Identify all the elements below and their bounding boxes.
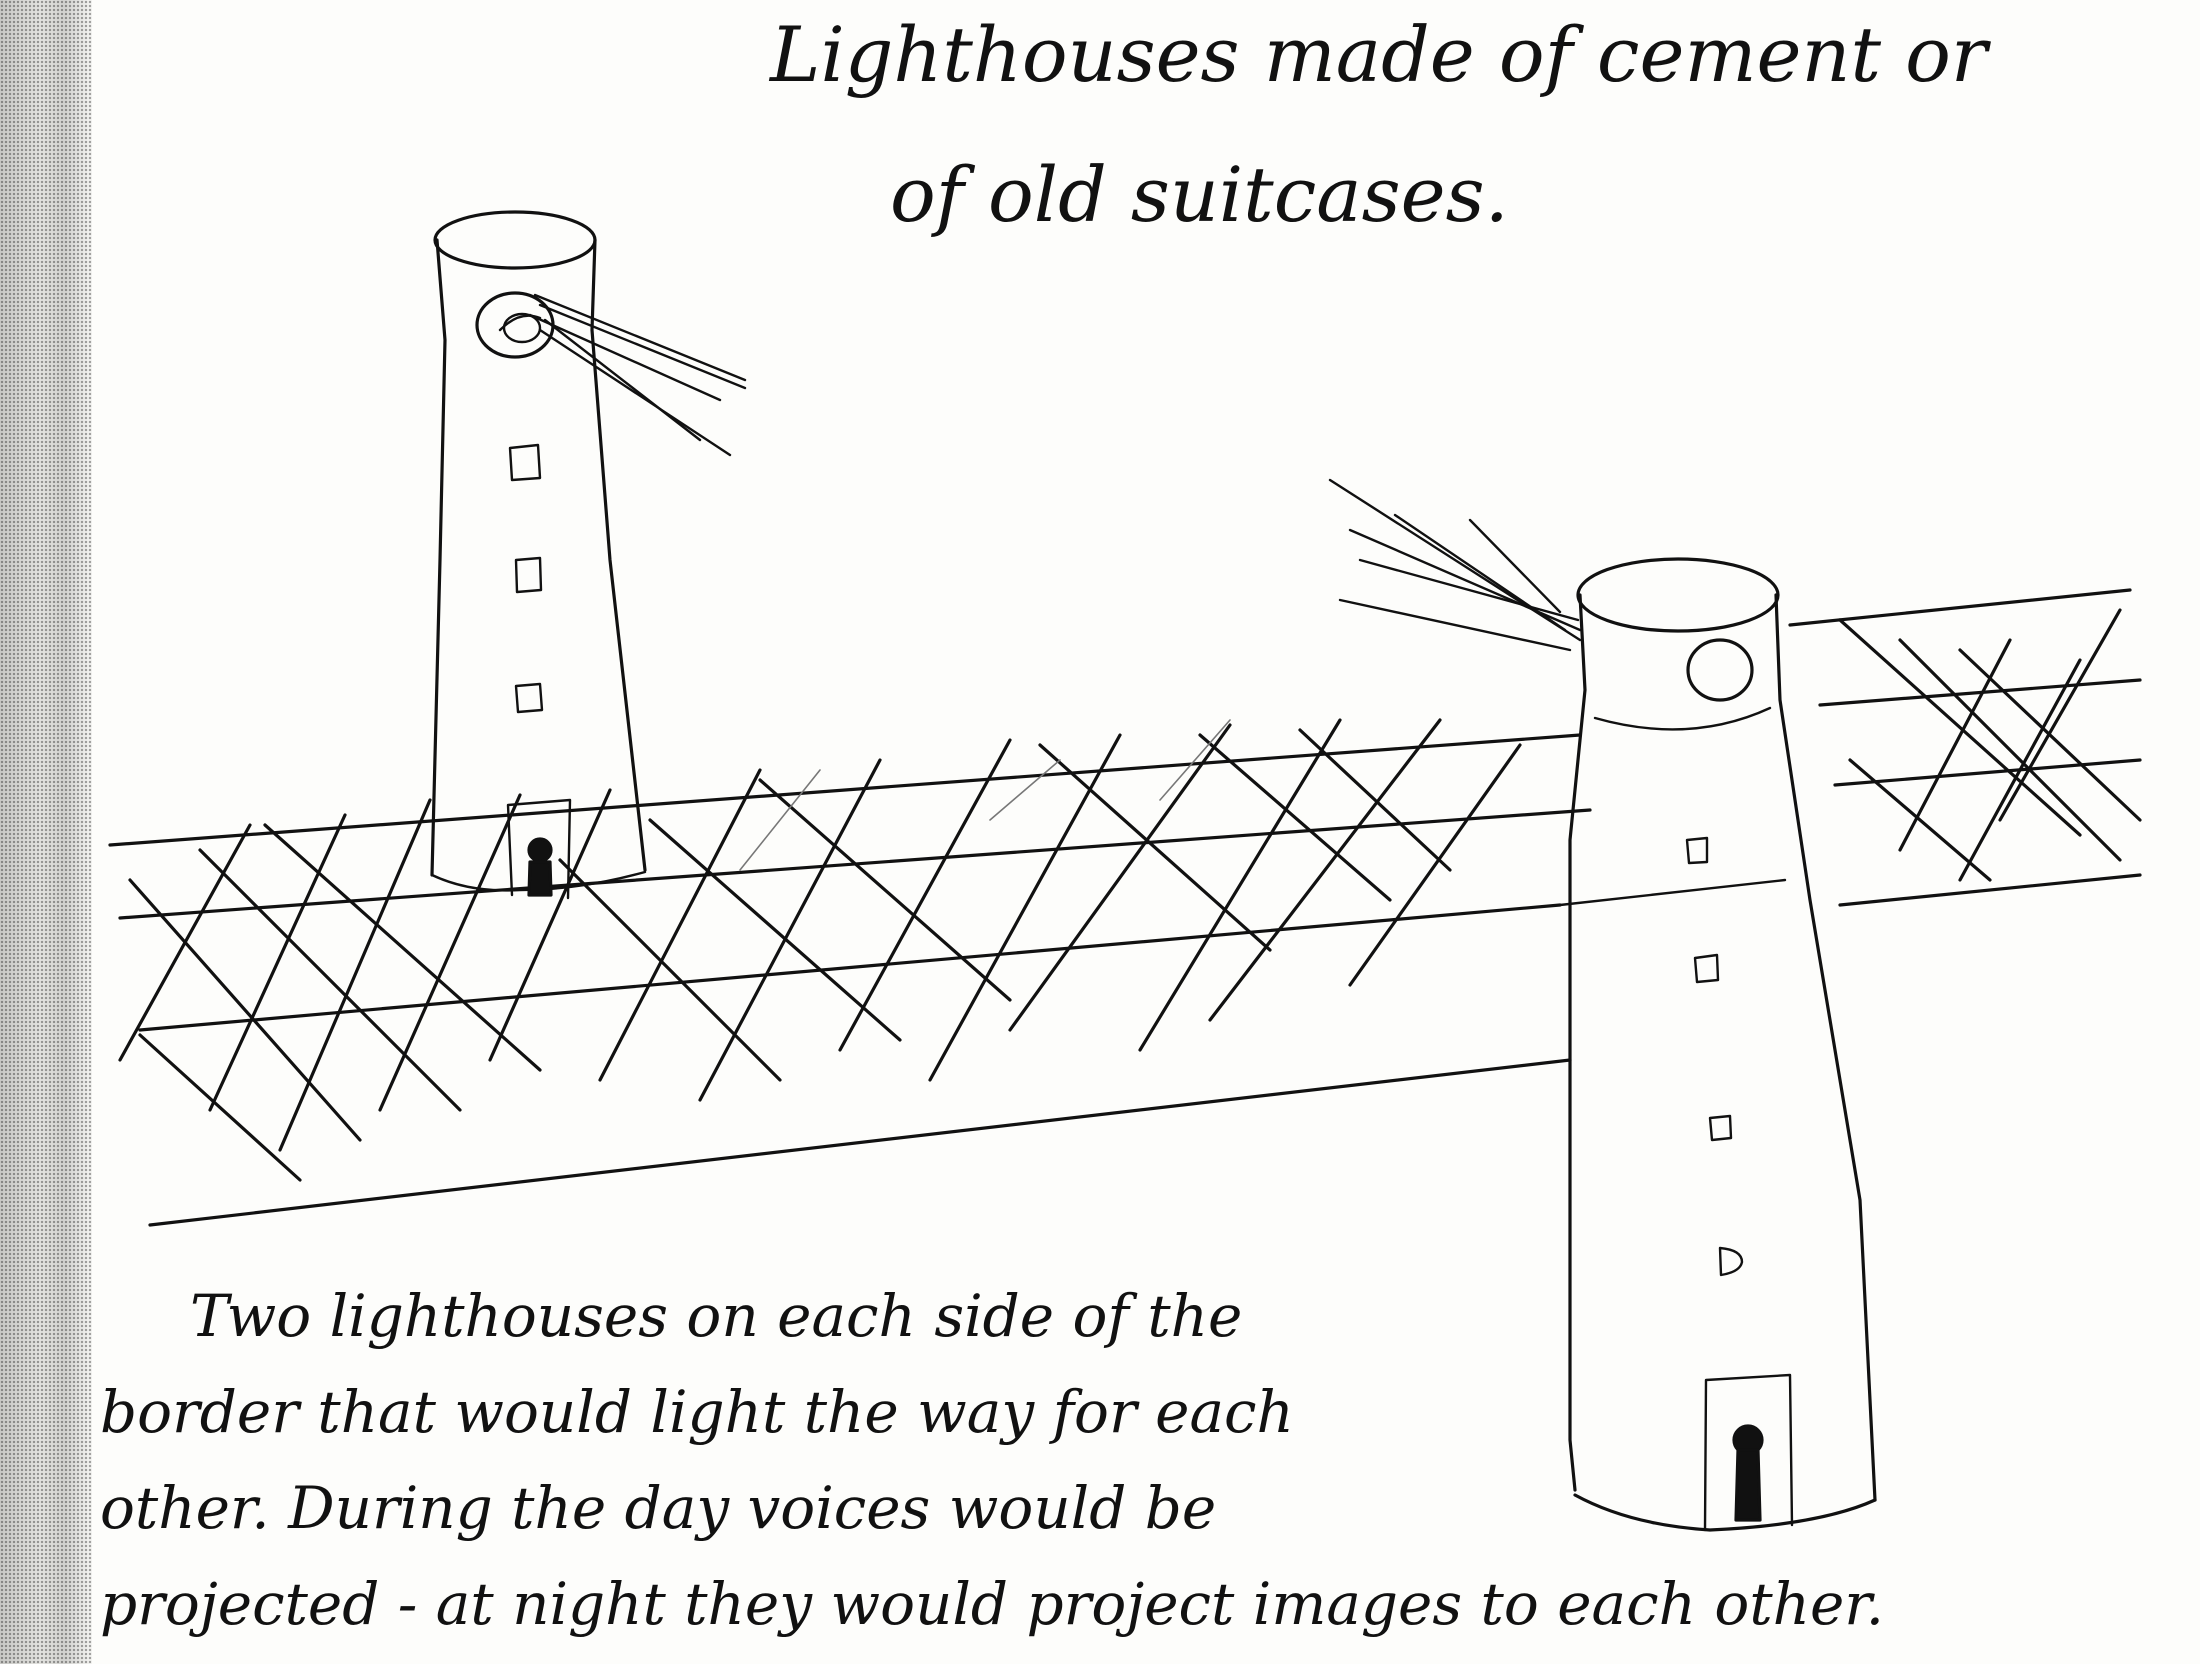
- lighthouse-right: [1328, 478, 1877, 1532]
- note-line-1: Two lighthouses on each side of the: [190, 1282, 1243, 1350]
- title-line-2: of old suitcases.: [890, 150, 1509, 239]
- note-text: Two lighthouses on each side of the bord…: [100, 1268, 1884, 1652]
- note-line-3: other. During the day voices would be: [100, 1474, 1217, 1542]
- note-line-2: border that would light the way for each: [100, 1378, 1294, 1446]
- lighthouse-left: [430, 210, 747, 900]
- title-line-1: Lighthouses made of cement or: [770, 10, 1988, 99]
- binding-edge: [0, 0, 92, 1664]
- note-line-4: projected - at night they would project …: [100, 1570, 1885, 1638]
- border-fence: [108, 588, 2142, 1227]
